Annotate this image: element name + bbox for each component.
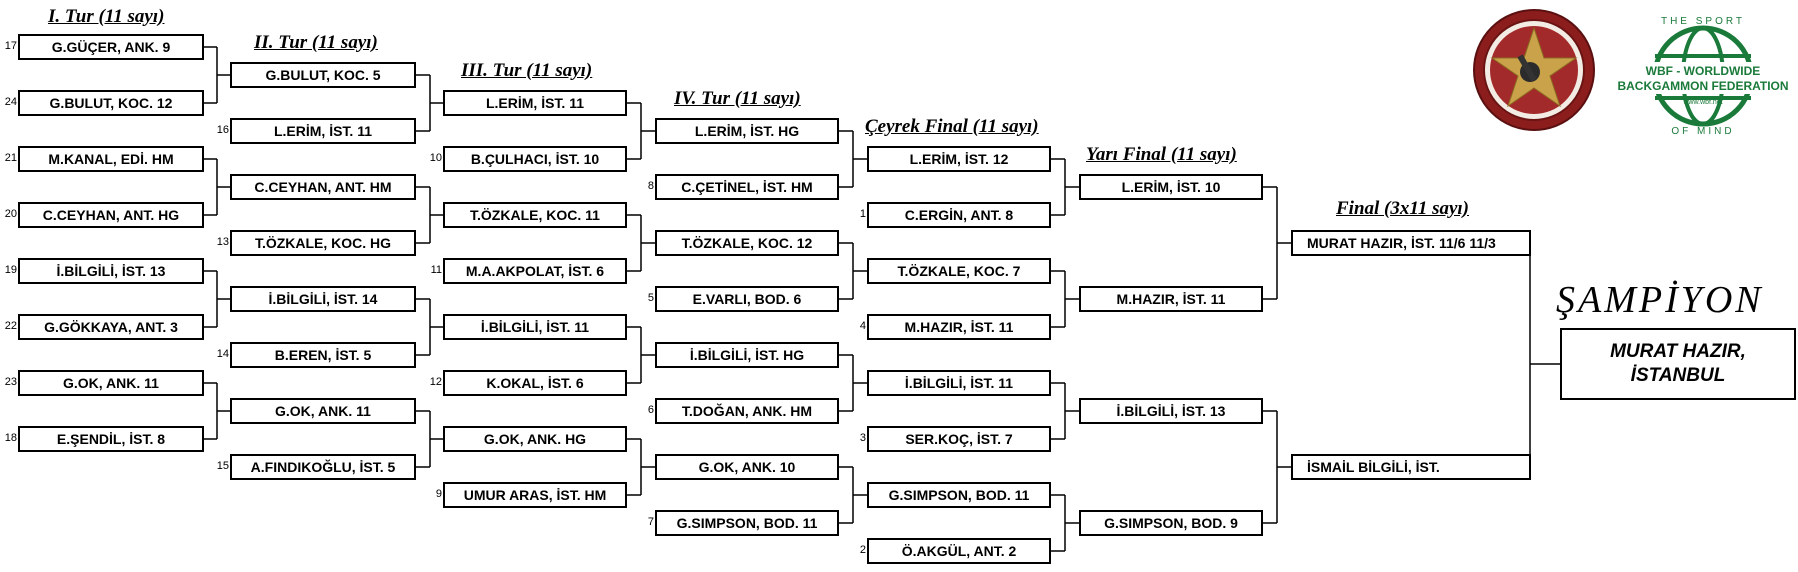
player-box: L.ERİM, İST. 11 [230, 118, 416, 144]
seed-number: 3 [859, 432, 866, 444]
seed-number: 15 [216, 460, 229, 472]
champion-title: ŞAMPİYON [1556, 279, 1764, 321]
round-heading: Yarı Final (11 sayı) [1086, 144, 1237, 165]
player-box: M.A.AKPOLAT, İST. 6 [443, 258, 627, 284]
player-box: G.BULUT, KOC. 5 [230, 62, 416, 88]
seed-number: 23 [4, 376, 17, 388]
player-box: İ.BİLGİLİ, İST. 13 [1079, 398, 1263, 424]
seed-number: 10 [429, 152, 442, 164]
champion-box: MURAT HAZIR, İSTANBUL [1560, 328, 1796, 400]
player-box: G.OK, ANK. 11 [18, 370, 204, 396]
player-box: G.OK, ANK. 11 [230, 398, 416, 424]
round-heading: I. Tur (11 sayı) [48, 6, 165, 27]
player-box: İ.BİLGİLİ, İST. 14 [230, 286, 416, 312]
seed-number: 7 [647, 516, 654, 528]
player-box: T.ÖZKALE, KOC. 11 [443, 202, 627, 228]
player-box: M.KANAL, EDİ. HM [18, 146, 204, 172]
player-box: B.EREN, İST. 5 [230, 342, 416, 368]
round-heading: III. Tur (11 sayı) [461, 60, 593, 81]
player-box: Ö.AKGÜL, ANT. 2 [867, 538, 1051, 564]
seed-number: 9 [435, 488, 442, 500]
player-box: C.CEYHAN, ANT. HM [230, 174, 416, 200]
round-heading: II. Tur (11 sayı) [254, 32, 378, 53]
player-box: C.CEYHAN, ANT. HG [18, 202, 204, 228]
seed-number: 17 [4, 40, 17, 52]
player-box: A.FINDIKOĞLU, İST. 5 [230, 454, 416, 480]
player-box: T.ÖZKALE, KOC. HG [230, 230, 416, 256]
player-box: İ.BİLGİLİ, İST. 13 [18, 258, 204, 284]
player-box: E.VARLI, BOD. 6 [655, 286, 839, 312]
player-box: G.GÜÇER, ANK. 9 [18, 34, 204, 60]
player-box: E.ŞENDİL, İST. 8 [18, 426, 204, 452]
player-box: M.HAZIR, İST. 11 [867, 314, 1051, 340]
player-box: G.OK, ANK. HG [443, 426, 627, 452]
seed-number: 8 [647, 180, 654, 192]
seed-number: 18 [4, 432, 17, 444]
player-box: K.OKAL, İST. 6 [443, 370, 627, 396]
seed-number: 24 [4, 96, 17, 108]
seed-number: 1 [859, 208, 866, 220]
round-heading: IV. Tur (11 sayı) [674, 88, 801, 109]
player-box: UMUR ARAS, İST. HM [443, 482, 627, 508]
champion-city: İSTANBUL [1630, 365, 1726, 386]
seed-number: 16 [216, 124, 229, 136]
seed-number: 12 [429, 376, 442, 388]
seed-number: 5 [647, 292, 654, 304]
wbf-logo: THE SPORT WBF - WORLDWIDE BACKGAMMON FED… [1618, 16, 1788, 137]
seed-number: 4 [859, 320, 866, 332]
player-box: T.DOĞAN, ANK. HM [655, 398, 839, 424]
wbf-line1: WBF - WORLDWIDE [1646, 64, 1761, 78]
round-heading: Çeyrek Final (11 sayı) [865, 116, 1039, 137]
player-box: L.ERİM, İST. 10 [1079, 174, 1263, 200]
player-box: T.ÖZKALE, KOC. 12 [655, 230, 839, 256]
player-box: C.ÇETİNEL, İST. HM [655, 174, 839, 200]
round-heading: Final (3x11 sayı) [1336, 198, 1470, 219]
seed-number: 22 [4, 320, 17, 332]
player-box: İ.BİLGİLİ, İST. HG [655, 342, 839, 368]
player-box: G.SIMPSON, BOD. 11 [655, 510, 839, 536]
player-box: İSMAİL BİLGİLİ, İST. [1291, 454, 1531, 480]
player-box: G.OK, ANK. 10 [655, 454, 839, 480]
seed-number: 11 [430, 264, 442, 276]
federation-seal-logo [1473, 9, 1595, 131]
player-box: C.ERGİN, ANT. 8 [867, 202, 1051, 228]
seed-number: 2 [859, 544, 866, 556]
player-box: G.GÖKKAYA, ANT. 3 [18, 314, 204, 340]
seed-number: 20 [4, 208, 17, 220]
wbf-url: www.wbf.net [1682, 99, 1722, 106]
player-box: G.SIMPSON, BOD. 9 [1079, 510, 1263, 536]
player-box: L.ERİM, İST. HG [655, 118, 839, 144]
player-box: İ.BİLGİLİ, İST. 11 [867, 370, 1051, 396]
player-box: G.BULUT, KOC. 12 [18, 90, 204, 116]
seed-number: 6 [647, 404, 654, 416]
wbf-bottom-text: OF MIND [1671, 126, 1734, 137]
player-box: İ.BİLGİLİ, İST. 11 [443, 314, 627, 340]
player-box: M.HAZIR, İST. 11 [1079, 286, 1263, 312]
player-box: T.ÖZKALE, KOC. 7 [867, 258, 1051, 284]
player-box: SER.KOÇ, İST. 7 [867, 426, 1051, 452]
player-box: MURAT HAZIR, İST. 11/6 11/3 [1291, 230, 1531, 256]
player-box: L.ERİM, İST. 12 [867, 146, 1051, 172]
seed-number: 21 [4, 152, 17, 164]
seed-number: 14 [216, 348, 229, 360]
seed-number: 19 [4, 264, 17, 276]
seed-number: 13 [216, 236, 229, 248]
player-box: L.ERİM, İST. 11 [443, 90, 627, 116]
champion-name: MURAT HAZIR, [1610, 341, 1746, 362]
player-box: G.SIMPSON, BOD. 11 [867, 482, 1051, 508]
wbf-top-text: THE SPORT [1661, 16, 1745, 27]
wbf-line2: BACKGAMMON FEDERATION [1618, 79, 1788, 93]
player-box: B.ÇULHACI, İST. 10 [443, 146, 627, 172]
